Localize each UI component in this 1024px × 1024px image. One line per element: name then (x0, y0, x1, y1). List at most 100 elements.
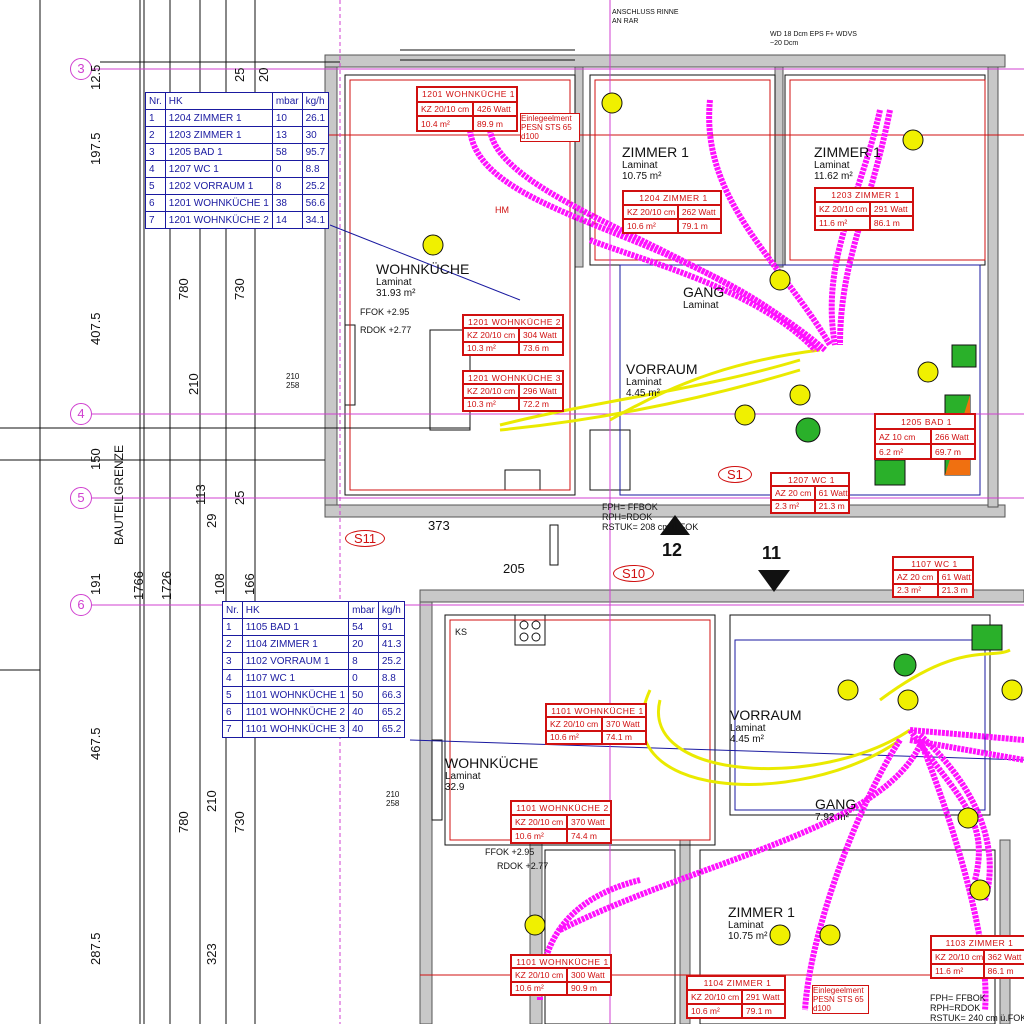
radiator-type: KZ 20/10 cm (931, 950, 984, 964)
table-cell: 1202 VORRAUM 1 (164, 177, 273, 195)
radiator-type: KZ 20/10 cm (463, 328, 519, 342)
table-cell: 1101 WOHNKÜCHE 1 (241, 686, 350, 704)
radiator-power: 291 Watt (869, 202, 913, 216)
dimension-label: 29 (204, 513, 219, 528)
radiator-area: 10.6 m² (623, 219, 678, 233)
dimension-label: 730 (232, 278, 247, 300)
table-cell: 1 (222, 618, 243, 636)
radiator-type: KZ 20/10 cm (623, 205, 678, 219)
radiator-type: KZ 20/10 cm (687, 990, 742, 1004)
room-floor: Laminat (626, 377, 662, 388)
table-cell: 5 (222, 686, 243, 704)
radiator-title: 1201 WOHNKÜCHE 2 (463, 315, 563, 329)
table-cell: 2 (222, 635, 243, 653)
section-marker-s10: S10 (613, 565, 655, 582)
dimension-label: 113 (193, 484, 208, 505)
table-cell: 1 (145, 109, 166, 127)
dimension-label: 12.5 (88, 64, 103, 90)
radiator-title: 1204 ZIMMER 1 (623, 191, 721, 205)
table-cell: 1207 WC 1 (164, 160, 273, 178)
radiator-area: 10.4 m² (417, 116, 473, 131)
table-cell: 65.2 (377, 720, 406, 738)
connection-note: ANSCHLUSS RINNE AN RAR (612, 9, 679, 25)
radiator-power: 300 Watt (567, 968, 611, 982)
table-header: HK (164, 92, 273, 110)
radiator-power: 426 Watt (473, 101, 517, 117)
fph-label-2: FPH= FFBOK (930, 993, 986, 1003)
dimension-205: 205 (503, 561, 525, 576)
table-cell: 1104 ZIMMER 1 (241, 635, 350, 653)
section-arrow-down (758, 570, 790, 592)
table-cell: 50 (348, 686, 379, 704)
section-marker-s11: S11 (345, 530, 386, 547)
table-cell: 1105 BAD 1 (241, 618, 350, 636)
fridge-label: KS (455, 627, 468, 637)
radiator-type: AZ 20 cm (771, 486, 815, 500)
section-cut-12: 12 (662, 540, 683, 560)
table-cell: 54 (348, 618, 379, 636)
table-cell: 7 (222, 720, 243, 738)
grid-axis-3: 3 (70, 58, 92, 80)
radiator-pipe-length: 89.9 m (473, 116, 517, 131)
room-floor: Laminat (622, 160, 658, 171)
dimension-label: 108 (212, 573, 227, 595)
grid-axis-4: 4 (70, 403, 92, 425)
dimension-373: 373 (428, 518, 450, 533)
radiator-pipe-length: 74.4 m (567, 829, 611, 843)
table-cell: 1102 VORRAUM 1 (241, 652, 350, 670)
rph-label-2: RPH=RDOK (930, 1003, 981, 1013)
dimension-label: 210 (186, 373, 201, 395)
radiator-type: KZ 20/10 cm (546, 717, 602, 731)
table-header: kg/h (301, 92, 330, 110)
radiator-power: 304 Watt (519, 328, 563, 342)
radiator-area: 6.2 m² (875, 444, 931, 459)
grid-axis-5: 5 (70, 487, 92, 509)
radiator-power: 296 Watt (519, 384, 563, 398)
dimension-label: 780 (176, 278, 191, 300)
radiator-power: 61 Watt (937, 570, 973, 584)
radiator-pipe-length: 72.2 m (519, 397, 563, 411)
radiator-power: 262 Watt (677, 205, 721, 219)
radiator-pipe-length: 21.3 m (814, 499, 849, 513)
room-name: ZIMMER 1 (814, 144, 881, 160)
radiator-pipe-length: 73.6 m (519, 341, 563, 355)
window-ratio-upper: 210 258 (286, 372, 300, 390)
floor-level-rdok: RDOK +2.77 (360, 325, 412, 335)
table-cell: 8.8 (301, 160, 330, 178)
table-cell: 56.6 (301, 194, 330, 212)
radiator-title: 1104 ZIMMER 1 (687, 976, 785, 990)
table-cell: 1107 WC 1 (241, 669, 350, 687)
radiator-area: 10.3 m² (463, 341, 519, 355)
radiator-title: 1101 WOHNKÜCHE 1 (511, 955, 611, 969)
temperature-markers (422, 92, 1023, 946)
radiator-power: 370 Watt (602, 717, 646, 731)
floor-level-ffok: FFOK +2.95 (360, 307, 410, 317)
table-cell: 40 (348, 703, 379, 721)
room-area: 10.75 m² (622, 171, 662, 182)
table-cell: 2 (145, 126, 166, 144)
table-cell: 40 (348, 720, 379, 738)
fph-label-1: FPH= FFBOK (602, 502, 658, 512)
hm-marker: HM (495, 205, 509, 215)
radiator-type: KZ 20/10 cm (463, 384, 519, 398)
radiator-title: 1203 ZIMMER 1 (815, 188, 913, 202)
grid-axis-6: 6 (70, 594, 92, 616)
table-cell: 8 (271, 177, 303, 195)
radiator-area: 2.3 m² (771, 499, 815, 513)
